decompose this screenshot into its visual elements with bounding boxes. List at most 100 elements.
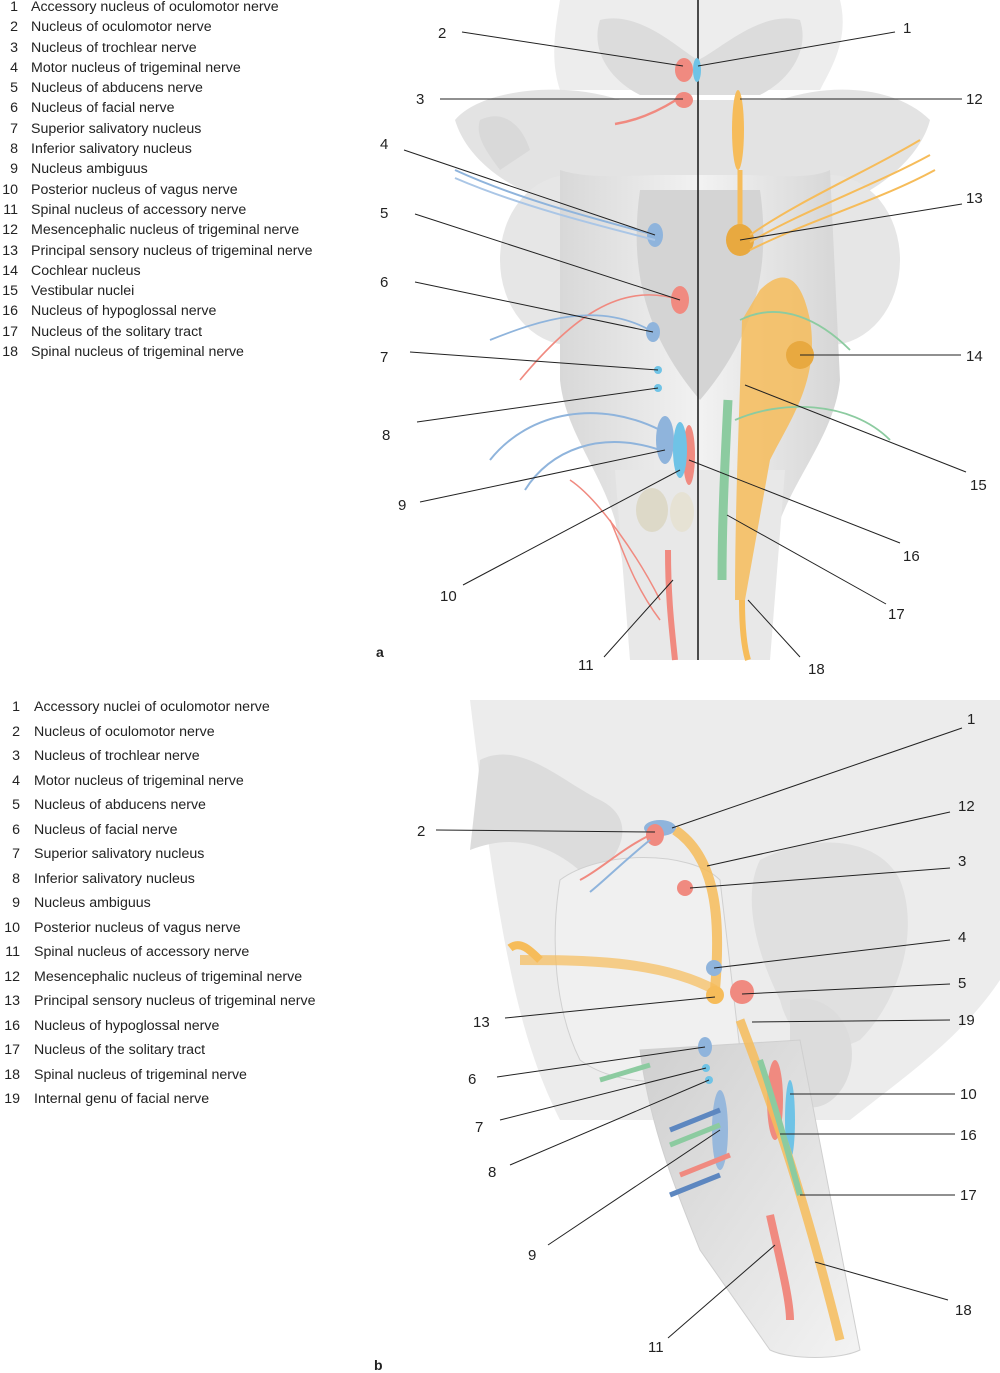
- legend-label: Mesencephalic nucleus of trigeminal nerv…: [31, 222, 300, 239]
- legend-number: 11: [5, 944, 20, 960]
- legend-number: 1: [10, 0, 18, 15]
- legend-label: Spinal nucleus of accessory nerve: [34, 944, 250, 960]
- callout-b-17: 17: [960, 1187, 977, 1204]
- callout-a-14: 14: [966, 348, 983, 365]
- legend-item: 5 Nucleus of abducens nerve: [0, 78, 500, 98]
- legend-label: Nucleus of abducens nerve: [31, 80, 203, 97]
- callout-b-6: 6: [468, 1071, 476, 1088]
- legend-number: 17: [4, 1042, 20, 1058]
- callout-a-18: 18: [808, 661, 825, 678]
- legend-item: 12 Mesencephalic nucleus of trigeminal ne…: [0, 220, 500, 240]
- legend-label: Mesencephalic nucleus of trigeminal nerv…: [34, 968, 303, 985]
- callout-b-2: 2: [417, 823, 425, 840]
- legend-number: 8: [10, 141, 18, 158]
- legend-label: Inferior salivatory nucleus: [34, 870, 195, 887]
- legend-number: 9: [10, 161, 18, 178]
- legend-item: 9 Nucleus ambiguus: [0, 891, 500, 916]
- legend-number: 8: [12, 870, 20, 887]
- legend-number: 2: [12, 723, 20, 740]
- callout-b-13: 13: [473, 1014, 490, 1031]
- legend-label: Inferior salivatory nucleus: [31, 141, 192, 158]
- callout-a-1: 1: [903, 20, 911, 37]
- callout-a-13: 13: [966, 190, 983, 207]
- brainstem-lateral-view: [470, 700, 1000, 1358]
- callout-a-3: 3: [416, 91, 424, 108]
- legend-label: Principal sensory nucleus of trigeminal …: [31, 242, 313, 259]
- callout-a-12: 12: [966, 91, 983, 108]
- legend-label: Posterior nucleus of vagus nerve: [34, 919, 241, 936]
- legend-number: 5: [10, 80, 18, 97]
- callout-a-16: 16: [903, 548, 920, 565]
- legend-item: 7 Superior salivatory nucleus: [0, 842, 500, 867]
- legend-number: 11: [3, 201, 18, 218]
- legend-number: 7: [12, 846, 20, 862]
- legend-item: 1 Accessory nucleus of oculomotor nerve: [0, 0, 500, 17]
- legend-label: Motor nucleus of trigeminal nerve: [34, 772, 244, 789]
- legend-number: 12: [4, 968, 20, 985]
- legend-number: 6: [10, 100, 18, 117]
- legend-number: 13: [2, 242, 18, 259]
- callout-b-16: 16: [960, 1127, 977, 1144]
- legend-number: 7: [10, 120, 18, 137]
- legend-number: 10: [4, 919, 20, 936]
- legend-number: 3: [10, 39, 18, 56]
- legend-item: 13 Principal sensory nucleus of trigemina…: [0, 241, 500, 261]
- legend-item: 18 Spinal nucleus of trigeminal nerve: [0, 342, 500, 362]
- legend-item: 11 Spinal nucleus of accessory nerve: [0, 200, 500, 220]
- callout-b-11: 11: [648, 1339, 664, 1356]
- legend-label: Spinal nucleus of trigeminal nerve: [31, 344, 244, 361]
- callout-b-10: 10: [960, 1086, 977, 1103]
- legend-number: 18: [4, 1066, 20, 1083]
- callout-b-8: 8: [488, 1164, 496, 1181]
- legend-label: Nucleus ambiguus: [34, 895, 151, 911]
- legend-number: 9: [12, 895, 20, 911]
- callout-b-19: 19: [958, 1012, 975, 1029]
- callout-a-17: 17: [888, 606, 905, 623]
- legend-item: 10 Posterior nucleus of vagus nerve: [0, 916, 500, 941]
- callout-a-5: 5: [380, 205, 388, 222]
- legend-item: 6 Nucleus of facial nerve: [0, 818, 500, 843]
- callout-labels-b: 1 2 3 4 5 6 7 8 9 10 11 12 13 16 17 18 1…: [417, 711, 977, 1356]
- legend-label: Superior salivatory nucleus: [34, 846, 205, 862]
- legend-item: 18 Spinal nucleus of trigeminal nerve: [0, 1063, 500, 1088]
- legend-item: 2 Nucleus of oculomotor nerve: [0, 17, 500, 37]
- legend-label: Nucleus of oculomotor nerve: [31, 19, 212, 36]
- callout-a-11: 11: [578, 657, 594, 674]
- callout-b-12: 12: [958, 798, 975, 815]
- legend-label: Nucleus of hypoglossal nerve: [31, 303, 217, 320]
- callout-labels-a: 1 2 3 4 5 6 7 8 9 10 11 12 13 14 15 16 1…: [380, 20, 987, 678]
- legend-label: Accessory nucleus of oculomotor nerve: [31, 0, 279, 15]
- legend-label: Accessory nuclei of oculomotor nerve: [34, 699, 270, 715]
- legend-item: 12 Mesencephalic nucleus of trigeminal ne…: [0, 965, 500, 990]
- legend-number: 18: [2, 344, 18, 361]
- legend-number: 12: [2, 222, 18, 239]
- legend-number: 13: [4, 993, 20, 1009]
- callout-a-4: 4: [380, 136, 388, 153]
- legend-number: 4: [10, 59, 18, 76]
- legend-label: Nucleus of facial nerve: [34, 821, 178, 838]
- legend-number: 10: [2, 181, 18, 198]
- callout-a-2: 2: [438, 25, 446, 42]
- legend-number: 6: [12, 821, 20, 838]
- legend-label: Spinal nucleus of accessory nerve: [31, 201, 247, 218]
- legend-item: 11 Spinal nucleus of accessory nerve: [0, 940, 500, 965]
- callout-b-9: 9: [528, 1247, 536, 1264]
- legend-label: Nucleus of hypoglossal nerve: [34, 1017, 220, 1034]
- legend-number: 14: [2, 262, 18, 279]
- callout-a-10: 10: [440, 588, 457, 605]
- callout-b-18: 18: [955, 1302, 972, 1319]
- legend-label: Spinal nucleus of trigeminal nerve: [34, 1066, 247, 1083]
- callout-a-7: 7: [380, 349, 388, 366]
- legend-number: 2: [10, 19, 18, 36]
